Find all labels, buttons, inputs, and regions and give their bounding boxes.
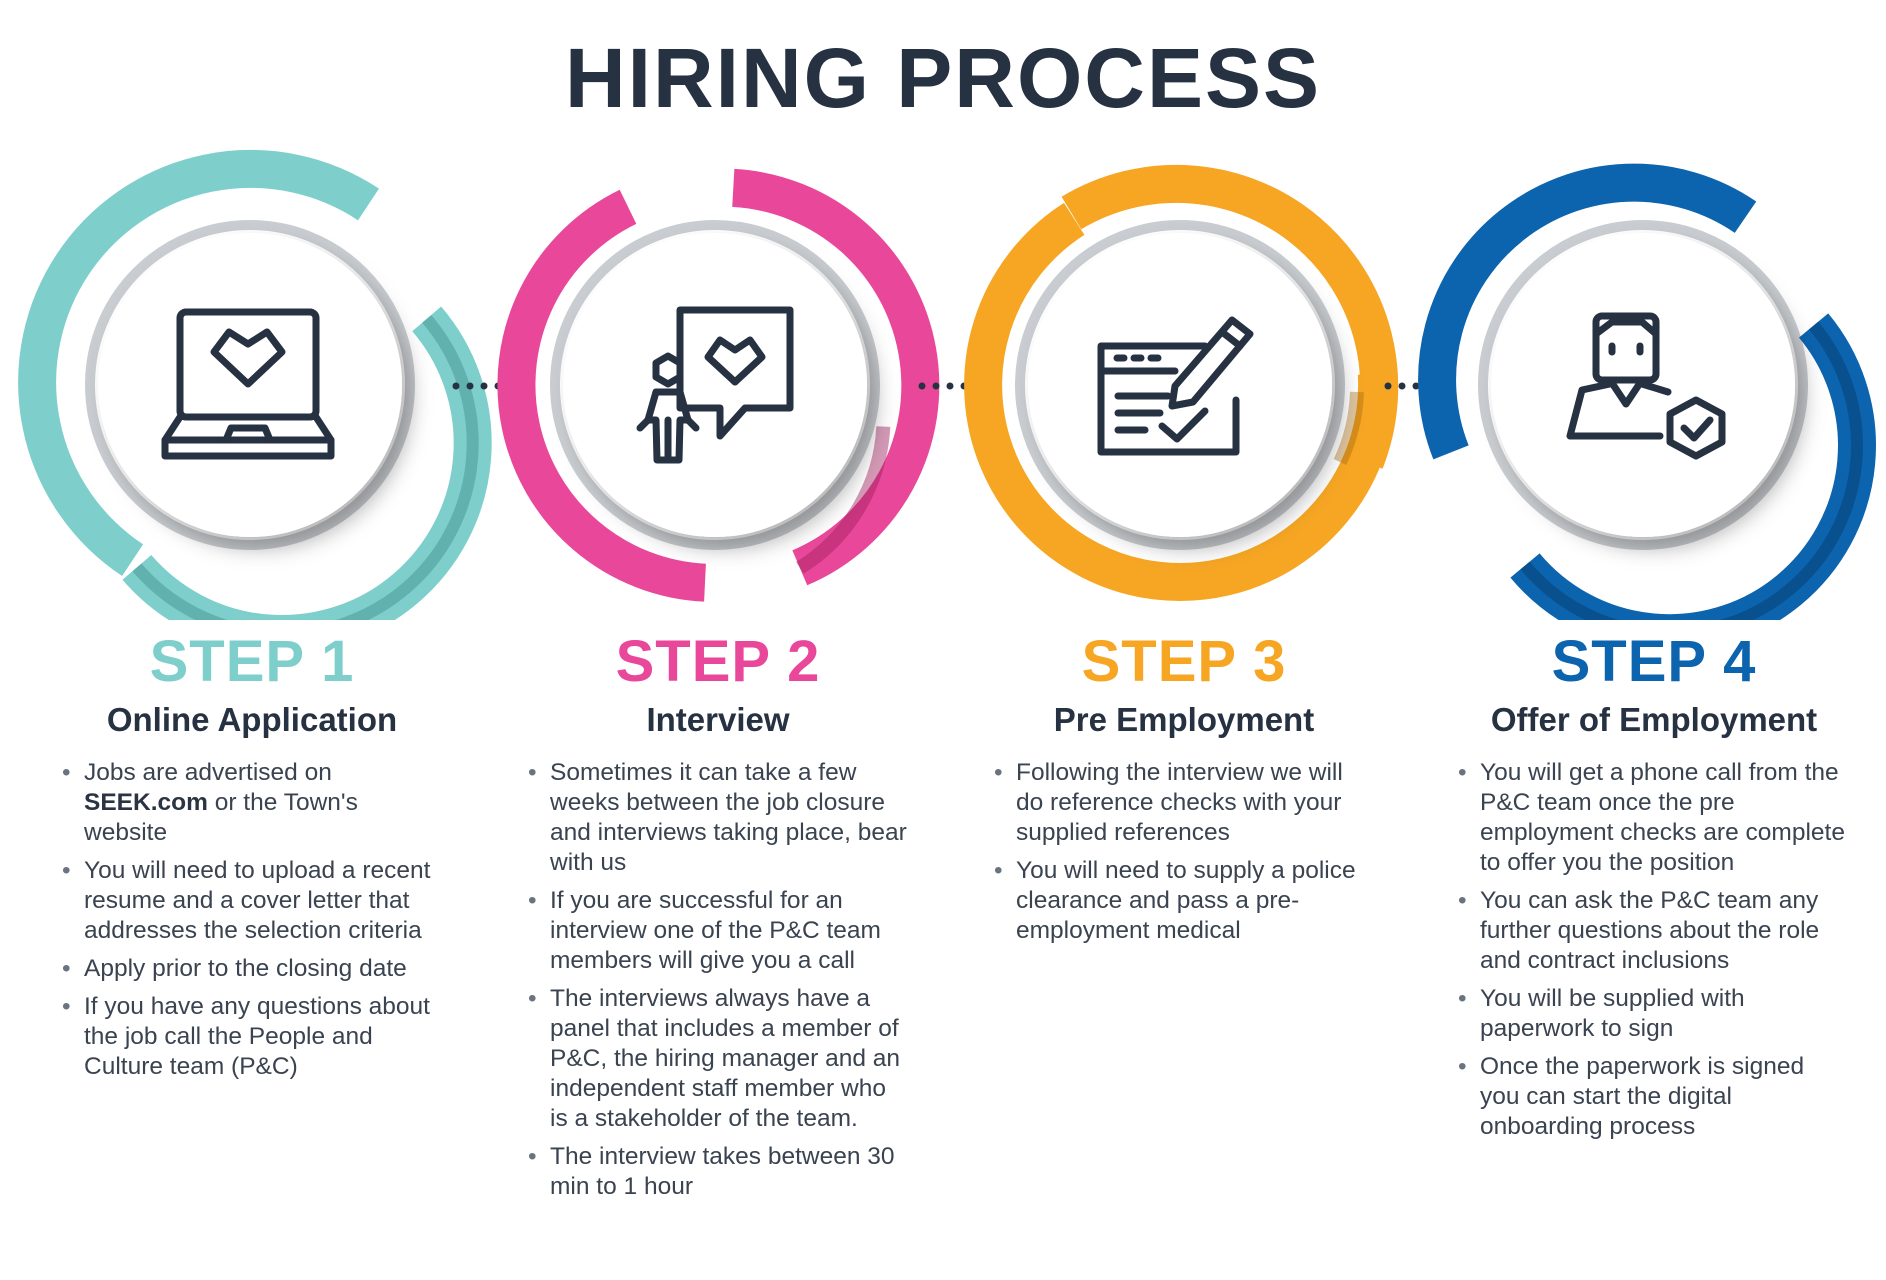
list-item: Once the paperwork is signed you can sta… [1458, 1052, 1850, 1142]
step-4-circle [1418, 163, 1876, 620]
list-item: Following the interview we will do refer… [994, 758, 1374, 848]
list-item: You can ask the P&C team any further que… [1458, 886, 1850, 976]
step-4-column: STEP 4 Offer of Employment You will get … [1458, 630, 1850, 1150]
list-item: Jobs are advertised on SEEK.com or the T… [62, 758, 442, 848]
step-3-column: STEP 3 Pre Employment Following the inte… [994, 630, 1374, 954]
step-1-circle [18, 150, 492, 620]
page-title: HIRING PROCESS [564, 31, 1322, 125]
person-speech-bubble-icon [636, 306, 794, 464]
step-2-bullets: Sometimes it can take a few weeks betwee… [528, 758, 908, 1202]
step-3-bullets: Following the interview we will do refer… [994, 758, 1374, 946]
list-item: You will get a phone call from the P&C t… [1458, 758, 1850, 878]
step-2-number: STEP 2 [615, 629, 821, 694]
list-item: Apply prior to the closing date [62, 954, 442, 984]
list-item: Sometimes it can take a few weeks betwee… [528, 758, 908, 878]
list-item: You will be supplied with paperwork to s… [1458, 984, 1850, 1044]
step-1-column: STEP 1 Online Application Jobs are adver… [62, 630, 442, 1090]
person-check-badge-icon [1566, 312, 1726, 460]
step-3-title: Pre Employment [1053, 701, 1315, 738]
list-item: You will need to upload a recent resume … [62, 856, 442, 946]
step-1-bullets: Jobs are advertised on SEEK.com or the T… [62, 758, 442, 1082]
list-item: The interviews always have a panel that … [528, 984, 908, 1134]
step-2-title: Interview [646, 701, 790, 738]
step-1-number: STEP 1 [149, 629, 355, 694]
step-4-number: STEP 4 [1551, 629, 1757, 694]
laptop-heart-icon [161, 308, 335, 460]
step-2-circle [497, 168, 940, 602]
step-3-number: STEP 3 [1081, 629, 1287, 694]
list-item: If you are successful for an interview o… [528, 886, 908, 976]
form-pencil-icon [1097, 316, 1254, 456]
step-2-column: STEP 2 Interview Sometimes it can take a… [528, 630, 908, 1210]
list-item: If you have any questions about the job … [62, 992, 442, 1082]
step-4-bullets: You will get a phone call from the P&C t… [1458, 758, 1850, 1142]
step-4-title: Offer of Employment [1490, 701, 1818, 738]
list-item: The interview takes between 30 min to 1 … [528, 1142, 908, 1202]
list-item: You will need to supply a police clearan… [994, 856, 1374, 946]
step-circles-diagram [18, 150, 1876, 620]
step-1-title: Online Application [106, 701, 398, 738]
step-3-circle [964, 164, 1399, 601]
